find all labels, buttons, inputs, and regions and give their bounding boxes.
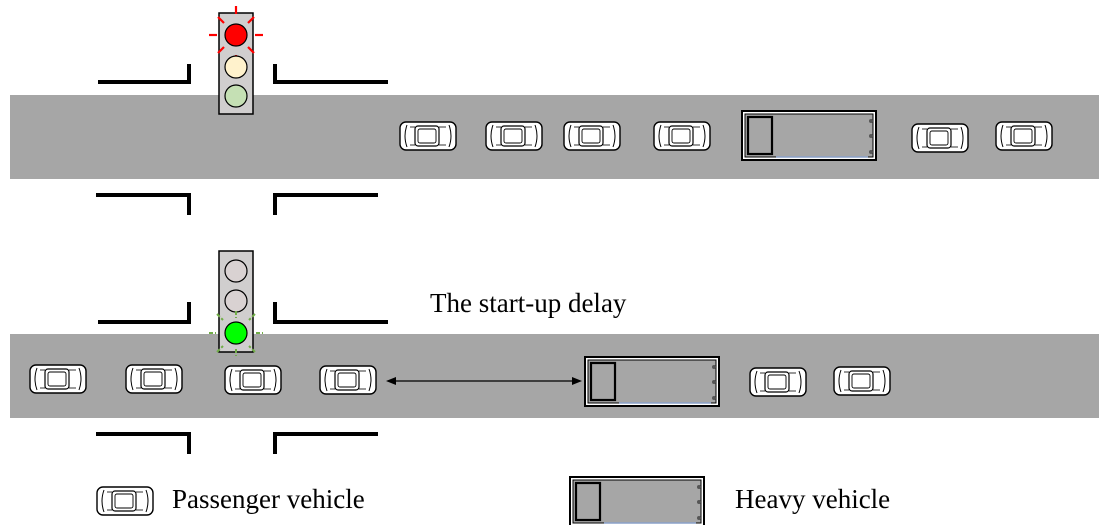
passenger-vehicle bbox=[912, 124, 968, 152]
amber-lamp bbox=[225, 56, 247, 78]
amber-lamp-off bbox=[225, 290, 247, 312]
passenger-vehicle bbox=[834, 367, 890, 395]
green-lamp bbox=[225, 85, 247, 107]
passenger-vehicle bbox=[654, 122, 710, 150]
passenger-vehicle bbox=[400, 122, 456, 150]
scene-red-phase bbox=[10, 6, 1099, 215]
red-lamp-on bbox=[225, 24, 247, 46]
scene-green-phase bbox=[10, 251, 1099, 454]
passenger-vehicle bbox=[750, 368, 806, 396]
passenger-vehicle bbox=[320, 366, 376, 394]
red-lamp-off bbox=[225, 260, 247, 282]
passenger-vehicle bbox=[486, 122, 542, 150]
legend-passenger-icon bbox=[97, 487, 153, 515]
startup-delay-label: The start-up delay bbox=[430, 290, 626, 317]
passenger-vehicle bbox=[225, 366, 281, 394]
heavy-vehicle bbox=[585, 357, 719, 406]
passenger-vehicle bbox=[564, 122, 620, 150]
legend-passenger-label: Passenger vehicle bbox=[172, 486, 365, 513]
legend-heavy-label: Heavy vehicle bbox=[735, 486, 890, 513]
green-lamp-on bbox=[225, 322, 247, 344]
passenger-vehicle bbox=[30, 365, 86, 393]
legend-heavy-icon bbox=[570, 477, 704, 525]
heavy-vehicle bbox=[742, 111, 876, 160]
passenger-vehicle bbox=[996, 122, 1052, 150]
passenger-vehicle bbox=[126, 365, 182, 393]
